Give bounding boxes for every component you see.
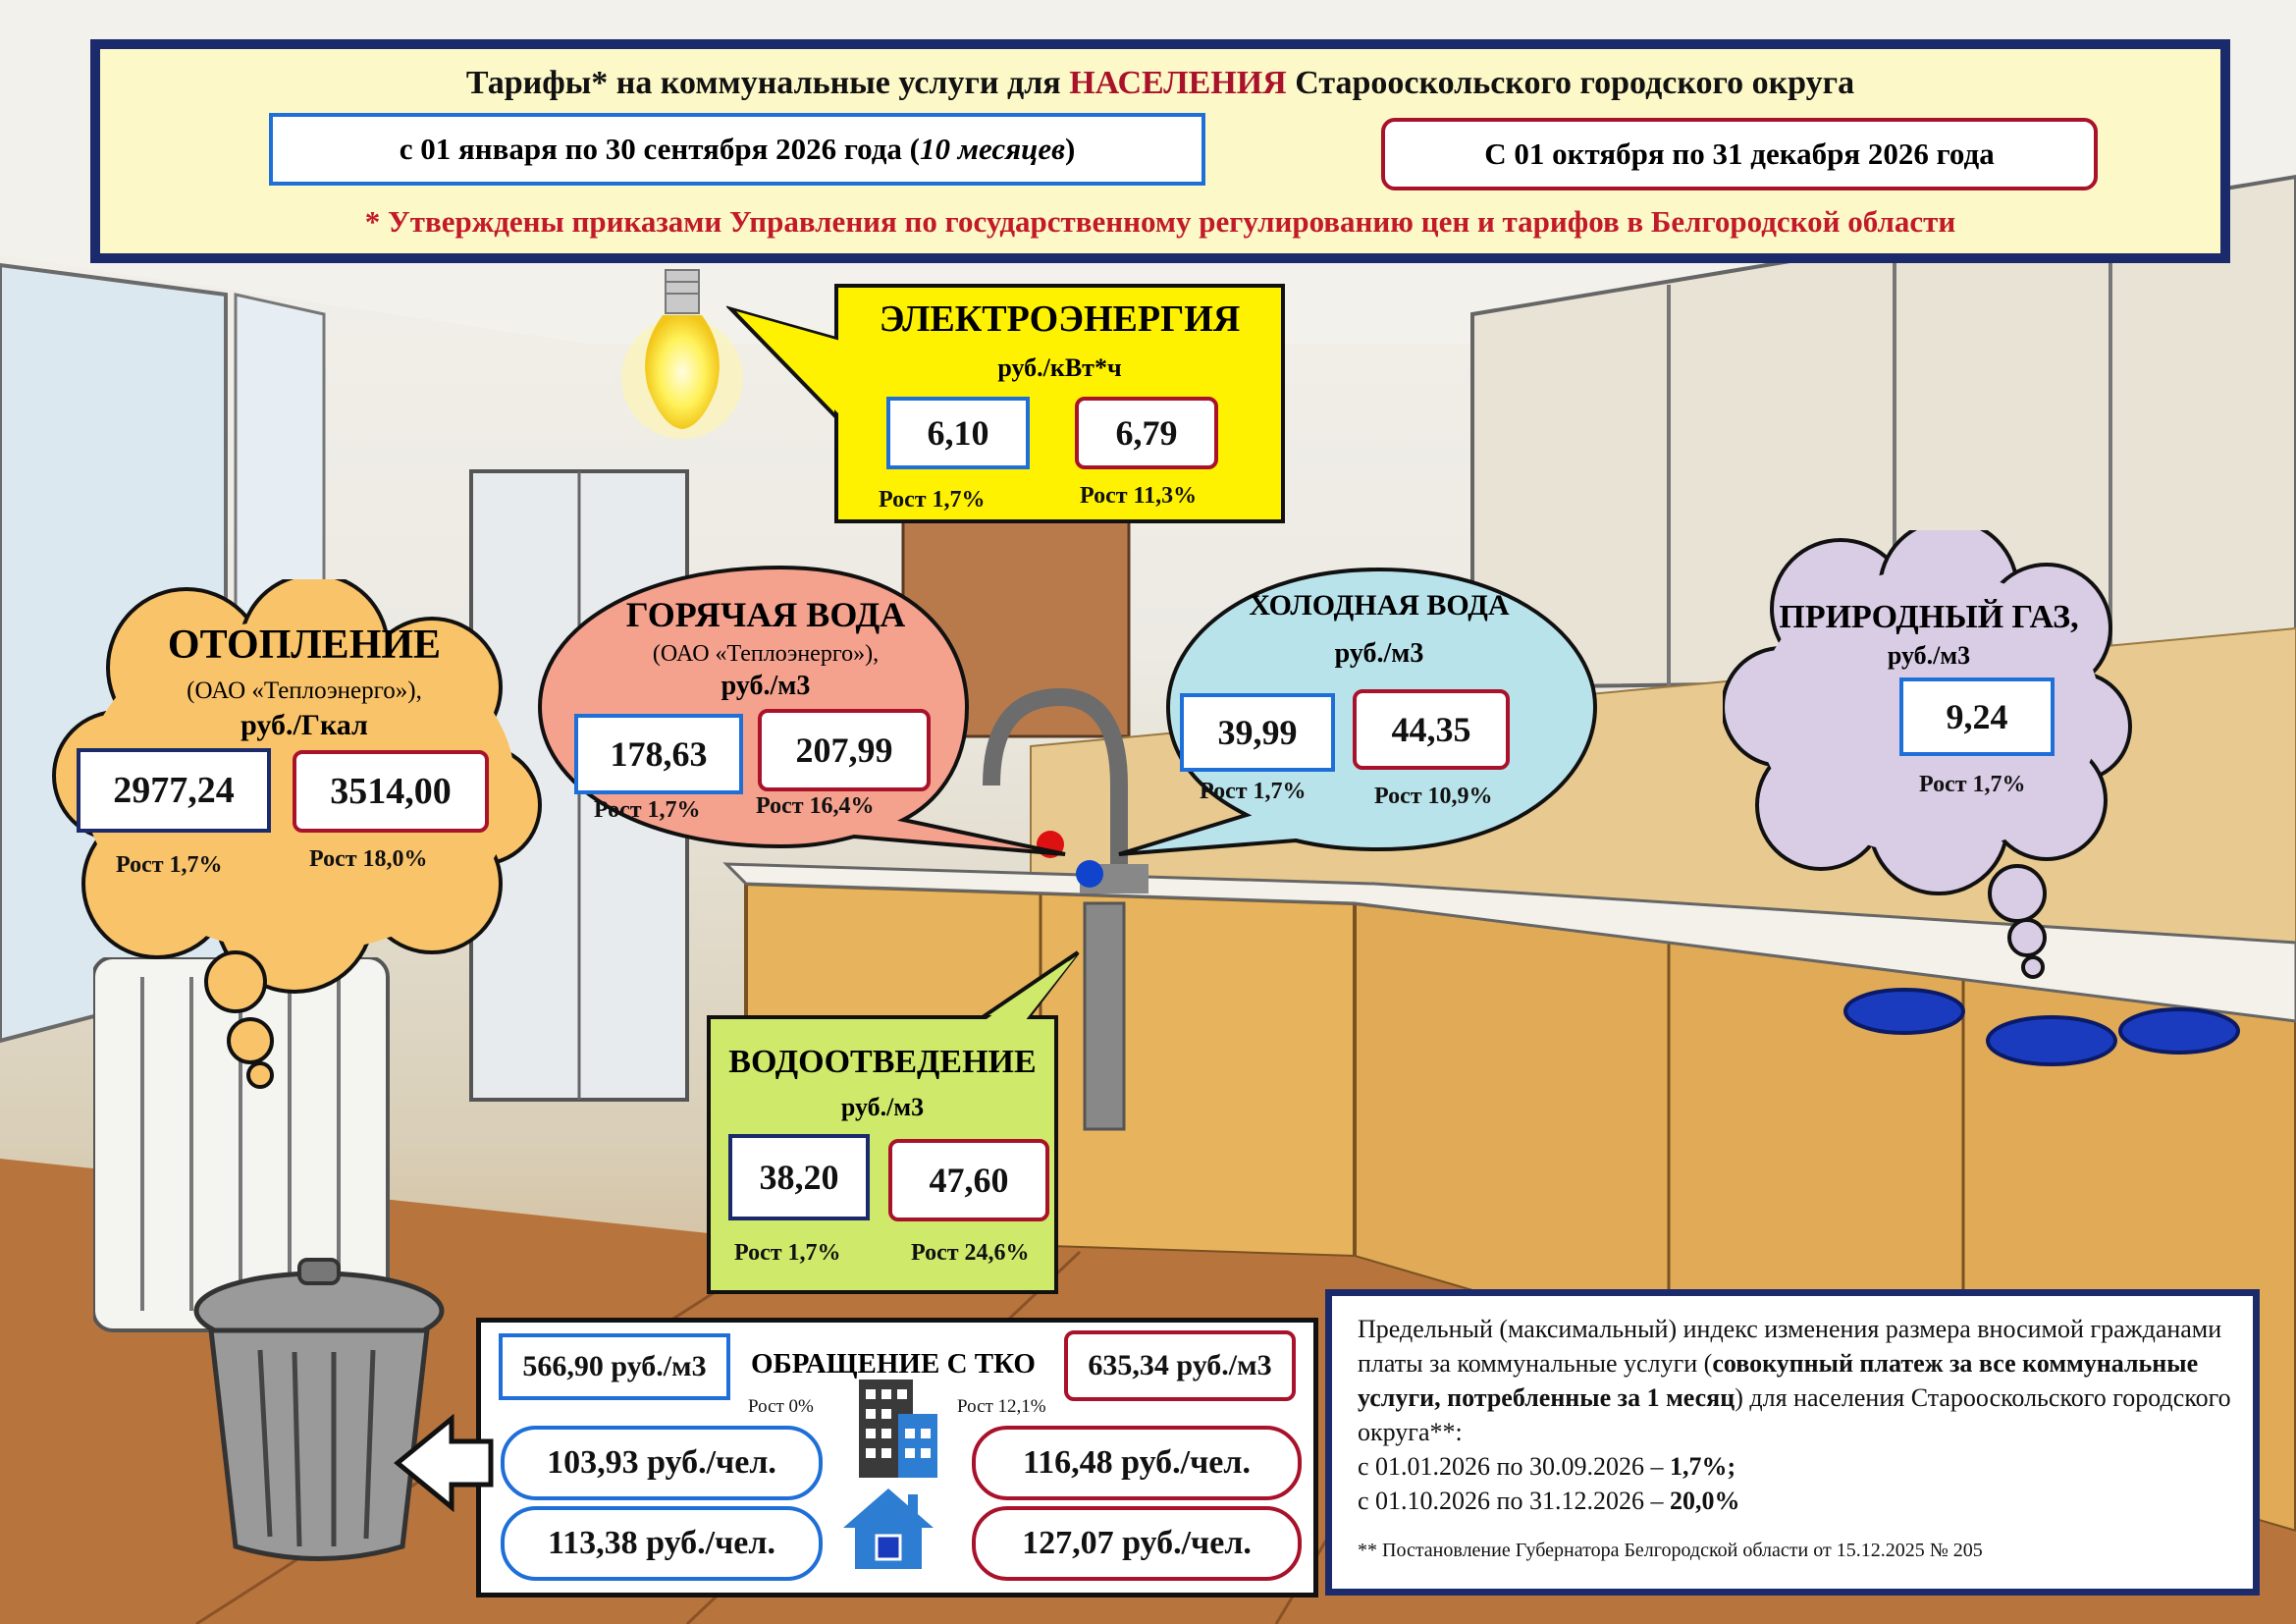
trash-can-icon: [193, 1258, 445, 1561]
period-current-box: с 01 января по 30 сентября 2026 года (10…: [269, 113, 1205, 186]
period-current-text: с 01 января по 30 сентября 2026 года (: [399, 132, 921, 166]
index-period-1-value: 1,7%;: [1669, 1452, 1736, 1481]
sewage-growth-next: Рост 24,6%: [911, 1240, 1030, 1266]
gas-value-current: 9,24: [1899, 677, 2055, 756]
sewage-growth-current: Рост 1,7%: [734, 1240, 841, 1266]
tko-title: ОБРАЩЕНИЕ С ТКО: [751, 1348, 1036, 1380]
gas-growth-current: Рост 1,7%: [1919, 772, 2026, 797]
tko-value-next: 635,34 руб./м3: [1064, 1330, 1296, 1401]
heating-value-next: 3514,00: [293, 750, 489, 833]
sewage-value-current: 38,20: [728, 1134, 870, 1220]
arrow-left-icon: [394, 1414, 494, 1512]
sewage-unit: руб./м3: [840, 1093, 925, 1121]
period-next-box: С 01 октября по 31 декабря 2026 года: [1381, 118, 2098, 190]
gas-title: ПРИРОДНЫЙ ГАЗ,: [1779, 599, 2079, 635]
house-icon: [843, 1489, 934, 1569]
index-text-end: ) для населения Старооскольского городск…: [1358, 1383, 2231, 1446]
title-text-end: Старооскольского городского округа: [1286, 65, 1855, 101]
period-current-end: ): [1064, 132, 1076, 166]
header-frame: Тарифы* на коммунальные услуги для НАСЕЛ…: [90, 39, 2230, 263]
tko-house-next: 127,07 руб./чел.: [972, 1506, 1302, 1581]
electricity-unit: руб./кВт*ч: [997, 353, 1122, 382]
gas-unit: руб./м3: [1887, 641, 1971, 670]
period-current-italic: 10 месяцев: [920, 132, 1065, 166]
radiator-icon: [93, 957, 390, 1332]
tko-growth-current: Рост 0%: [748, 1396, 814, 1417]
heating-growth-current: Рост 1,7%: [116, 852, 223, 878]
electricity-title: ЭЛЕКТРОЭНЕРГИЯ: [879, 298, 1241, 340]
hot-water-title: ГОРЯЧАЯ ВОДА: [625, 595, 906, 634]
heating-title: ОТОПЛЕНИЕ: [167, 623, 442, 668]
apartment-building-icon: [859, 1380, 937, 1478]
electricity-value-current: 6,10: [886, 397, 1030, 469]
electricity-value-next: 6,79: [1075, 397, 1218, 469]
tko-value-current: 566,90 руб./м3: [499, 1333, 730, 1400]
tko-apartment-next: 116,48 руб./чел.: [972, 1426, 1302, 1500]
approval-note: * Утверждены приказами Управления по гос…: [364, 204, 1956, 239]
tko-apartment-current: 103,93 руб./чел.: [501, 1426, 823, 1500]
cold-water-growth-current: Рост 1,7%: [1200, 779, 1307, 804]
page-title: Тарифы* на коммунальные услуги для НАСЕЛ…: [100, 65, 2220, 102]
hot-water-growth-current: Рост 1,7%: [594, 797, 701, 823]
gas-burner-icon: [1843, 988, 2240, 1066]
hot-water-org: (ОАО «Теплоэнерго»),: [652, 641, 880, 667]
cold-water-growth-next: Рост 10,9%: [1374, 784, 1493, 809]
gas-cloud-shape: [1723, 530, 2132, 979]
hot-water-unit: руб./м3: [721, 671, 811, 701]
title-text: Тарифы* на коммунальные услуги для: [465, 65, 1070, 101]
electricity-growth-current: Рост 1,7%: [879, 487, 986, 513]
cold-water-value-current: 39,99: [1180, 693, 1335, 772]
hot-water-value-next: 207,99: [758, 709, 931, 791]
cold-water-unit: руб./м3: [1334, 638, 1424, 669]
index-footnote: ** Постановление Губернатора Белгородско…: [1358, 1540, 1983, 1561]
hot-water-growth-next: Рост 16,4%: [756, 793, 875, 819]
index-description: Предельный (максимальный) индекс изменен…: [1358, 1312, 2231, 1518]
index-period-1: с 01.01.2026 по 30.09.2026 –: [1358, 1452, 1670, 1481]
hot-water-value-current: 178,63: [574, 714, 743, 794]
index-text: Предельный (максимальный) индекс изменен…: [1358, 1315, 2222, 1378]
title-highlight: НАСЕЛЕНИЯ: [1069, 65, 1287, 101]
heating-growth-next: Рост 18,0%: [309, 846, 428, 872]
sewage-value-next: 47,60: [888, 1139, 1049, 1221]
heating-value-current: 2977,24: [77, 748, 271, 833]
index-text-bold: совокупный платеж за все коммунальные ус…: [1358, 1349, 2199, 1412]
cold-water-value-next: 44,35: [1353, 689, 1510, 770]
index-info-box: Предельный (максимальный) индекс изменен…: [1325, 1289, 2260, 1596]
light-bulb-icon: [621, 269, 743, 439]
heating-unit: руб./Гкал: [240, 709, 368, 741]
tko-house-current: 113,38 руб./чел.: [501, 1506, 823, 1581]
header-panel: Тарифы* на коммунальные услуги для НАСЕЛ…: [100, 49, 2220, 253]
heating-org: (ОАО «Теплоэнерго»),: [187, 677, 422, 704]
tko-growth-next: Рост 12,1%: [957, 1396, 1046, 1417]
cold-water-title: ХОЛОДНАЯ ВОДА: [1249, 589, 1510, 622]
electricity-growth-next: Рост 11,3%: [1080, 483, 1198, 509]
index-period-2-value: 20,0%: [1669, 1487, 1740, 1515]
index-period-2: с 01.10.2026 по 31.12.2026 –: [1358, 1487, 1670, 1515]
sewage-title: ВОДООТВЕДЕНИЕ: [728, 1044, 1037, 1080]
